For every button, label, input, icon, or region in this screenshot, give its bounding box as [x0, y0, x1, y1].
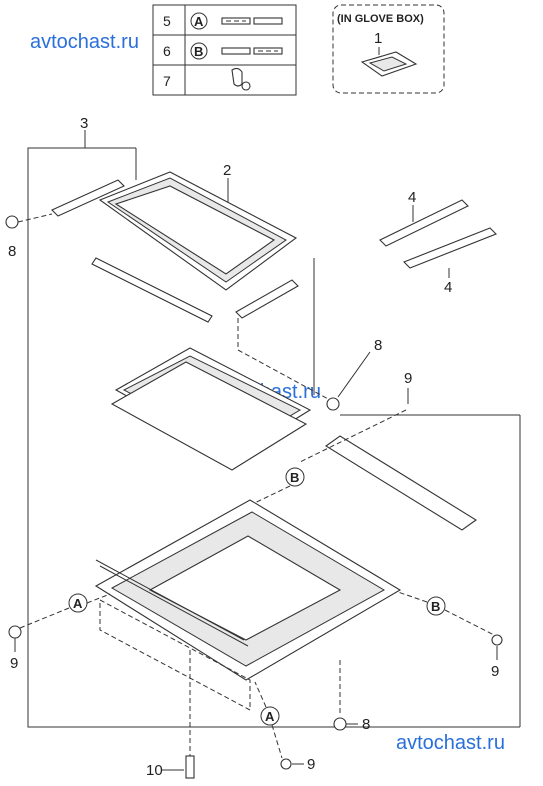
clip-8-middle-icon — [326, 397, 340, 411]
glove-box-panel: (IN GLOVE BOX) 1 — [332, 4, 445, 94]
clip-9-bottom-icon — [280, 758, 292, 770]
bolt-6-icon — [221, 47, 283, 55]
callout-9-upper: 9 — [404, 370, 412, 387]
glass-panel — [98, 171, 298, 291]
glove-box-heading: (IN GLOVE BOX) — [337, 13, 424, 25]
ref-a-bottom: A — [265, 709, 275, 724]
sunroof-frame-assembly — [94, 499, 402, 681]
legend-row-5-number: 5 — [163, 13, 171, 29]
bracket-part-3 — [27, 147, 230, 728]
callout-8-bottom: 8 — [362, 716, 370, 733]
watermark-bottom: avtochast.ru — [396, 732, 505, 754]
sunshade-frame — [110, 347, 312, 471]
legend-row-5-ref: A — [194, 14, 204, 29]
callout-8-left: 8 — [8, 243, 16, 260]
watermark-top: avtochast.ru — [30, 31, 139, 53]
legend-row-7-number: 7 — [163, 73, 171, 89]
callout-9-bottom: 9 — [307, 756, 315, 773]
callout-3: 3 — [80, 115, 88, 132]
clip-9-left-icon — [8, 625, 22, 639]
clip-7-icon — [231, 67, 251, 91]
callout-2: 2 — [223, 162, 231, 179]
callout-10: 10 — [146, 762, 163, 779]
glass-bracket-rear — [235, 279, 299, 319]
ref-b-lower: B — [431, 599, 440, 614]
deflector-rail-lower — [403, 227, 497, 269]
legend-row-6-ref: B — [194, 44, 203, 59]
legend-row-6-number: 6 — [163, 43, 171, 59]
deflector-rail-upper — [379, 199, 469, 247]
drain-hose-outline — [99, 599, 251, 711]
callout-8-middle: 8 — [374, 337, 382, 354]
ref-b-upper: B — [290, 470, 299, 485]
callout-9-left: 9 — [10, 655, 18, 672]
drain-bolt-10-icon — [185, 755, 195, 779]
ref-a-left: A — [73, 596, 83, 611]
callout-4-lower: 4 — [444, 279, 452, 296]
callout-4-upper: 4 — [408, 189, 416, 206]
clip-9-right-icon — [491, 634, 503, 646]
callout-9-right: 9 — [491, 663, 499, 680]
glass-bracket-front — [51, 179, 213, 323]
legend-table: 5 6 7 A B — [152, 4, 297, 96]
clip-8-bottom-icon — [333, 717, 347, 731]
glove-box-part-number: 1 — [374, 30, 382, 47]
rear-cross-rail — [325, 435, 477, 531]
bolt-5-icon — [221, 17, 283, 25]
handle-wrench-icon — [360, 51, 418, 77]
clip-8-left-icon — [5, 215, 19, 229]
